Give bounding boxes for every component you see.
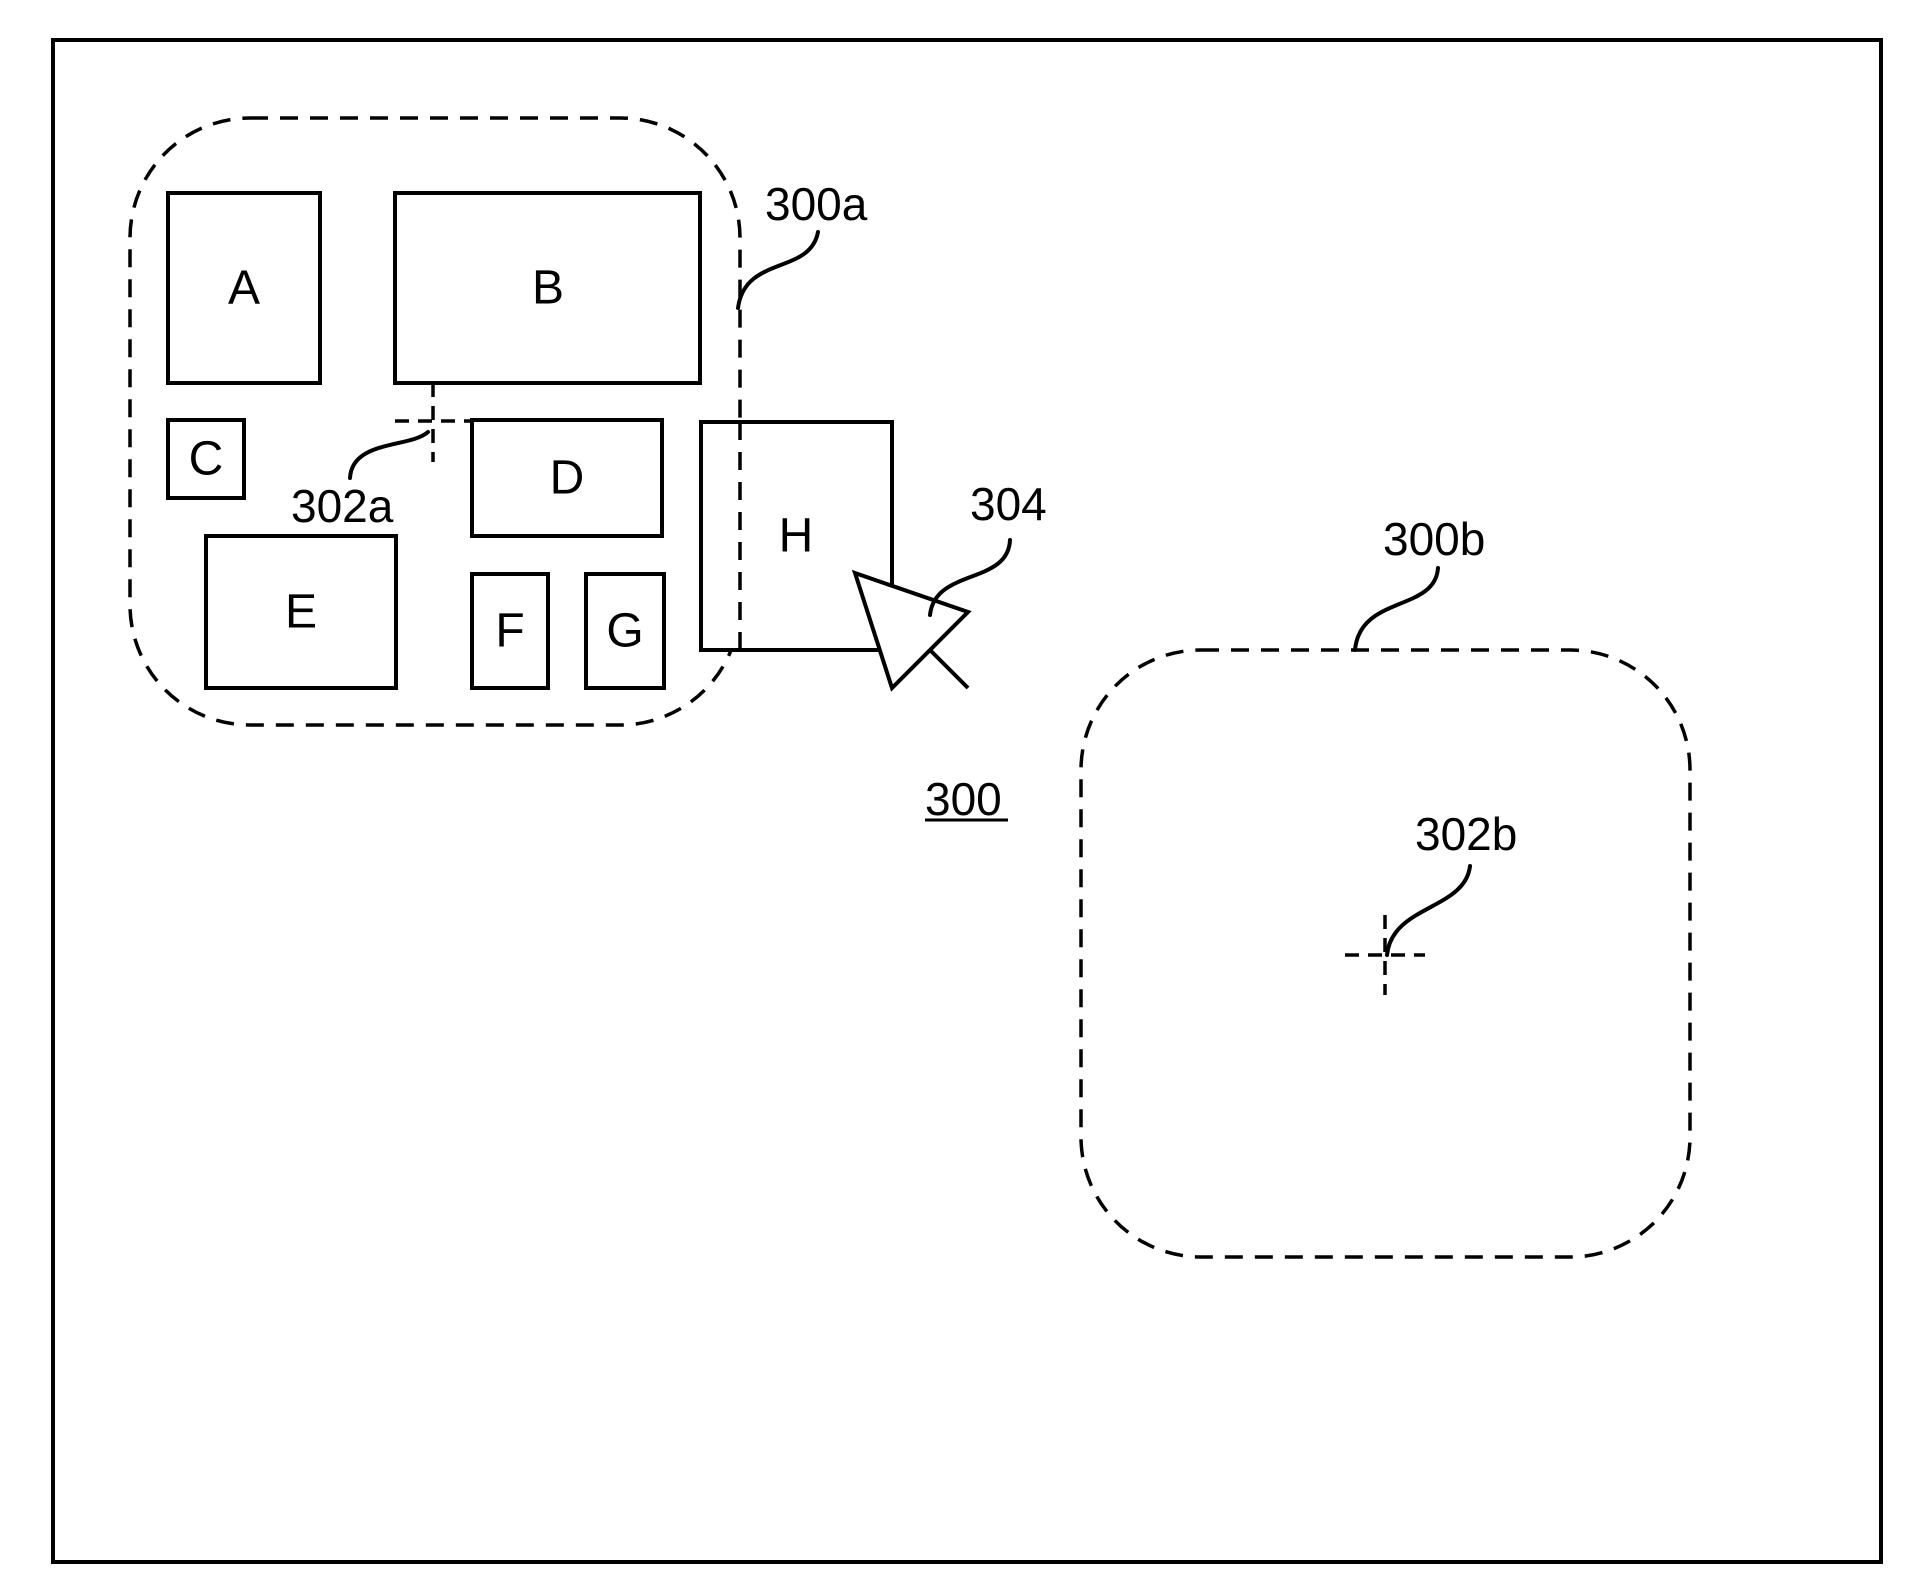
box-e[interactable]: E [206, 536, 396, 688]
label-304: 304 [970, 478, 1047, 530]
box-f[interactable]: F [472, 574, 548, 688]
label-302b: 302b [1415, 808, 1517, 860]
box-a-label: A [228, 262, 260, 315]
box-d[interactable]: D [472, 420, 662, 536]
box-c[interactable]: C [168, 420, 244, 498]
label-300b: 300b [1383, 513, 1485, 565]
box-h[interactable]: H [701, 422, 892, 650]
box-h-label: H [779, 510, 814, 563]
cursor-arrow-icon [855, 573, 968, 688]
leader-300b [1355, 568, 1438, 650]
box-a[interactable]: A [168, 193, 320, 383]
box-e-label: E [285, 586, 317, 639]
point-302a-crosshair [395, 383, 472, 462]
box-d-label: D [550, 452, 585, 505]
box-c-label: C [189, 433, 224, 486]
label-302a: 302a [291, 480, 394, 532]
leader-300a [738, 232, 818, 308]
box-b-label: B [532, 262, 564, 315]
figure-label: 300 [925, 773, 1002, 825]
box-g[interactable]: G [586, 574, 664, 688]
leader-302b [1387, 866, 1470, 955]
box-g-label: G [606, 605, 643, 658]
leader-302a [350, 432, 428, 478]
label-300a: 300a [765, 178, 868, 230]
box-b[interactable]: B [395, 193, 700, 383]
box-f-label: F [495, 605, 524, 658]
cursor-arrow-tail [930, 650, 968, 688]
